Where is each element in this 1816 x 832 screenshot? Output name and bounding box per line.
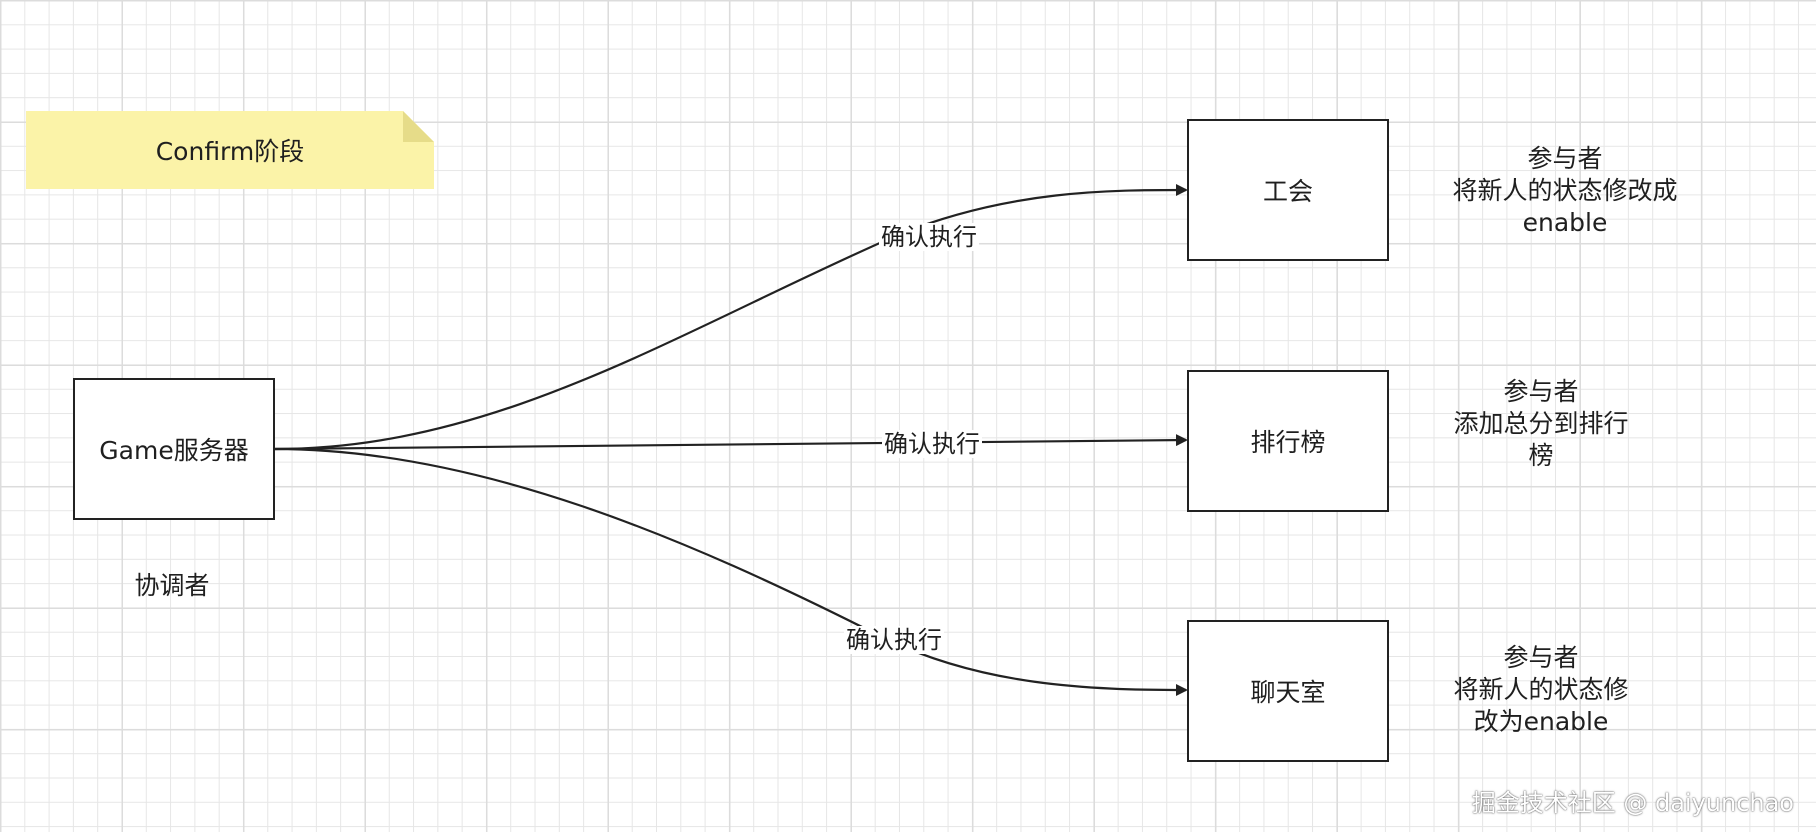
edge-to-chatroom	[274, 447, 1188, 696]
desc-line: enable	[1522, 208, 1608, 237]
edge-label-chatroom: 确认执行	[844, 626, 944, 654]
desc-line: 榜	[1528, 441, 1554, 470]
edge-label-guild: 确认执行	[879, 223, 979, 251]
participant-desc-guild: 参与者 将新人的状态修改成 enable	[1440, 143, 1690, 239]
participant-name-chatroom: 聊天室	[1250, 678, 1326, 707]
coordinator-box: Game服务器	[73, 378, 275, 520]
desc-line: 参与者	[1503, 643, 1579, 672]
desc-line: 改为enable	[1473, 707, 1609, 736]
desc-line: 将新人的状态修	[1453, 675, 1629, 704]
participant-desc-chatroom: 参与者 将新人的状态修 改为enable	[1436, 642, 1646, 738]
participant-name-guild: 工会	[1262, 177, 1313, 206]
participant-box-guild: 工会	[1187, 119, 1389, 261]
participant-box-chatroom: 聊天室	[1187, 620, 1389, 762]
coordinator-role-label: 协调者	[122, 570, 222, 602]
desc-line: 参与者	[1527, 144, 1603, 173]
coordinator-box-label: Game服务器	[99, 436, 249, 465]
participant-desc-leaderboard: 参与者 添加总分到排行 榜	[1436, 376, 1646, 472]
watermark-text: 掘金技术社区 @ daiyunchao	[1471, 789, 1794, 817]
desc-line: 添加总分到排行	[1453, 409, 1629, 438]
coordinator-role-text: 协调者	[134, 571, 210, 600]
participant-box-leaderboard: 排行榜	[1187, 370, 1389, 512]
edge-to-leaderboard	[274, 434, 1188, 451]
desc-line: 将新人的状态修改成	[1452, 176, 1678, 205]
phase-note-text: Confirm阶段	[155, 137, 305, 166]
participant-name-leaderboard: 排行榜	[1250, 428, 1326, 457]
edge-label-leaderboard: 确认执行	[882, 430, 982, 458]
phase-note: Confirm阶段	[26, 111, 434, 189]
edge-to-guild	[274, 184, 1188, 451]
desc-line: 参与者	[1503, 377, 1579, 406]
